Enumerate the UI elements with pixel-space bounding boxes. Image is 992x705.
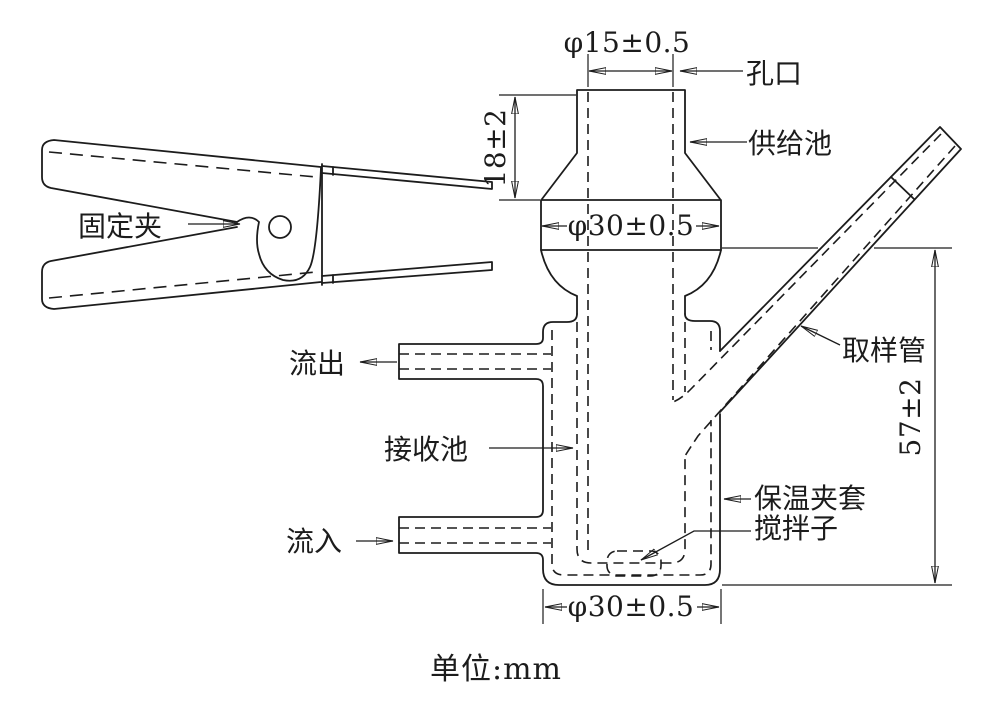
dim-orifice-diameter: φ15±0.5	[564, 26, 691, 59]
cell-outline	[398, 89, 962, 586]
clamp-lower-jaw	[321, 261, 493, 284]
label-outflow: 流出	[289, 347, 345, 380]
clamp-hinge-hole	[268, 215, 292, 239]
joint-lower-cone	[540, 249, 722, 315]
leader-sampling-tube	[801, 325, 841, 346]
label-fixing-clamp: 固定夹	[78, 210, 162, 243]
clamp-hidden-lines	[48, 151, 317, 299]
supply-tube-outline	[541, 89, 721, 200]
dimension-lines	[515, 71, 935, 607]
leader-arrows	[188, 71, 841, 561]
label-orifice: 孔口	[746, 57, 802, 90]
extension-lines	[499, 54, 952, 624]
label-insulation-jacket: 保温夹套	[754, 482, 866, 515]
clamp-hinge-piece	[236, 167, 322, 282]
jacket-inner-wall	[551, 330, 712, 576]
dim-body-height: 57±2	[894, 378, 927, 457]
label-sampling-tube: 取样管	[842, 334, 926, 367]
label-inflow: 流入	[286, 525, 342, 558]
label-receiving-cell: 接收池	[384, 433, 468, 466]
sampling-tube-outline	[719, 126, 962, 413]
units-note: 单位:mm	[430, 652, 562, 687]
dim-supply-height: 18±2	[479, 109, 512, 188]
label-stir-bar: 搅拌子	[754, 512, 838, 545]
dim-joint-diameter: φ30±0.5	[568, 209, 695, 242]
fixing-clamp-outline	[41, 139, 493, 310]
receiving-cell-wall-left	[576, 322, 686, 564]
dim-body-diameter: φ30±0.5	[568, 590, 695, 623]
clamp-upper-jaw	[321, 165, 493, 190]
leader-stir-bar	[641, 530, 751, 561]
text-labels: φ15±0.5 18±2 φ30±0.5 57±2 φ30±0.5 孔口 供给池…	[78, 26, 927, 687]
sampling-tube-bore-lower	[684, 145, 956, 457]
joint-flange-outline	[540, 199, 722, 251]
stir-bar-shape	[606, 550, 662, 577]
hidden-inner-walls	[399, 92, 956, 577]
label-supply-cell: 供给池	[748, 127, 832, 160]
sampling-tube-bore-upper	[672, 133, 942, 403]
